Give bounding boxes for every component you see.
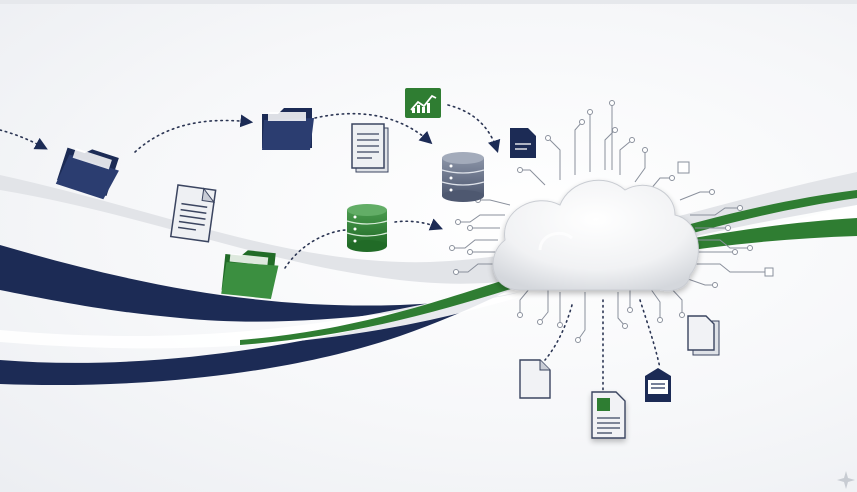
- document-icon: [169, 184, 217, 243]
- database-icon: [346, 204, 388, 252]
- circuit-lines-icon: [452, 103, 768, 341]
- document-icon: [645, 368, 671, 402]
- top-strip: [0, 0, 857, 4]
- cloud-icon: [492, 179, 699, 292]
- circuit-square-node: [764, 267, 774, 277]
- folder-icon: [262, 108, 314, 150]
- folder-icon: [221, 250, 279, 299]
- folder-icon: [55, 147, 119, 200]
- document-stack-icon: [351, 123, 389, 173]
- document-icon: [510, 128, 536, 158]
- sparkle-icon: [837, 471, 855, 489]
- flow-paths: [0, 104, 661, 391]
- database-icon: [441, 152, 485, 202]
- document-stack-icon: [687, 315, 720, 356]
- document-icon: [519, 359, 551, 399]
- circuit-square-node: [677, 161, 690, 174]
- document-icon: [591, 391, 626, 439]
- chart-icon: [405, 88, 441, 118]
- ribbon-waves: [0, 172, 857, 386]
- circuit-nodes: [449, 100, 753, 343]
